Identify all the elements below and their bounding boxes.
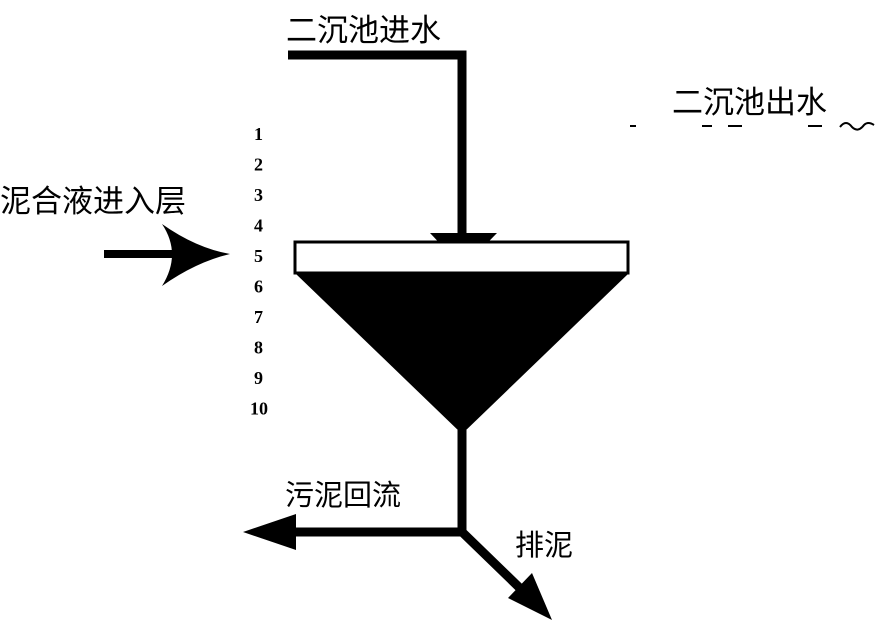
inflow-pipe: [288, 50, 467, 236]
outflow-dashes: [630, 122, 875, 131]
layer-number-1: 1: [254, 124, 263, 144]
outflow-label: 二沉池出水: [672, 85, 827, 121]
layer-number-8: 8: [254, 338, 263, 358]
sludge-return-label: 污泥回流: [285, 478, 401, 512]
sludge-discharge-arrowhead: [508, 573, 552, 620]
layer-number-2: 2: [254, 155, 263, 175]
layer-numbers: 1 2 3 4 5 6 7 8 9 10: [250, 124, 268, 419]
sludge-hopper-cone: [296, 274, 628, 434]
sludge-return-arrowhead: [243, 514, 296, 550]
layer-number-6: 6: [254, 277, 263, 297]
layer-number-9: 9: [254, 368, 263, 388]
layer-number-3: 3: [254, 185, 263, 205]
sludge-discharge-pipe: [456, 526, 531, 599]
mixed-liquor-arrowhead: [162, 224, 230, 286]
inflow-label: 二沉池进水: [286, 13, 441, 49]
layer-number-4: 4: [254, 216, 263, 236]
layer-number-10: 10: [250, 399, 268, 419]
layer-number-7: 7: [254, 307, 263, 327]
water-surface-band: [293, 240, 630, 275]
sludge-discharge-label: 排泥: [515, 528, 573, 562]
mixed-liquor-entry-label: 泥合液进入层: [0, 184, 186, 220]
layer-number-5: 5: [254, 246, 263, 266]
